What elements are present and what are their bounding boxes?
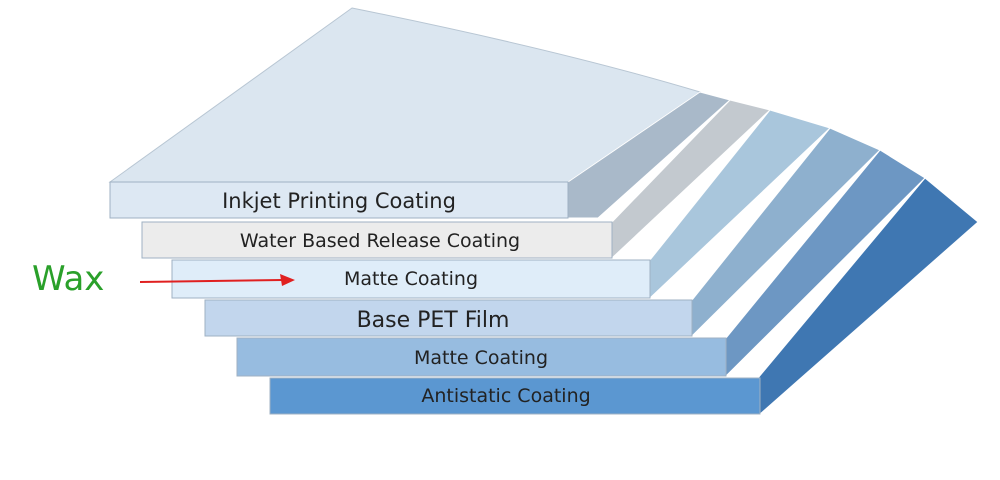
wax-arrow-line: [139, 279, 283, 283]
wax-label: Wax: [32, 259, 104, 299]
layer-label: Water Based Release Coating: [240, 230, 520, 252]
layer-front: [236, 337, 727, 377]
layer-water-based-release-coating: Water Based Release Coating: [141, 99, 772, 260]
layer-label: Matte Coating: [414, 347, 548, 369]
layer-label: Inkjet Printing Coating: [222, 189, 456, 213]
layer-matte-coating-bottom: Matte Coating: [236, 149, 926, 378]
wax-arrow-head: [280, 274, 295, 286]
layer-front: [269, 377, 761, 415]
layer-label: Matte Coating: [344, 268, 478, 290]
layer-front: [109, 181, 569, 219]
layer-antistatic-coating: Antistatic Coating: [269, 177, 979, 416]
layer-label: Antistatic Coating: [421, 385, 590, 407]
top-surface: [108, 7, 702, 183]
layer-inkjet-printing-coating: Inkjet Printing Coating: [109, 91, 732, 219]
layer-label: Base PET Film: [357, 308, 510, 333]
layer-front: [204, 299, 693, 337]
layer-front: [141, 221, 613, 259]
layer-front: [171, 259, 651, 299]
layer-matte-coating-top: Matte Coating: [171, 109, 831, 300]
